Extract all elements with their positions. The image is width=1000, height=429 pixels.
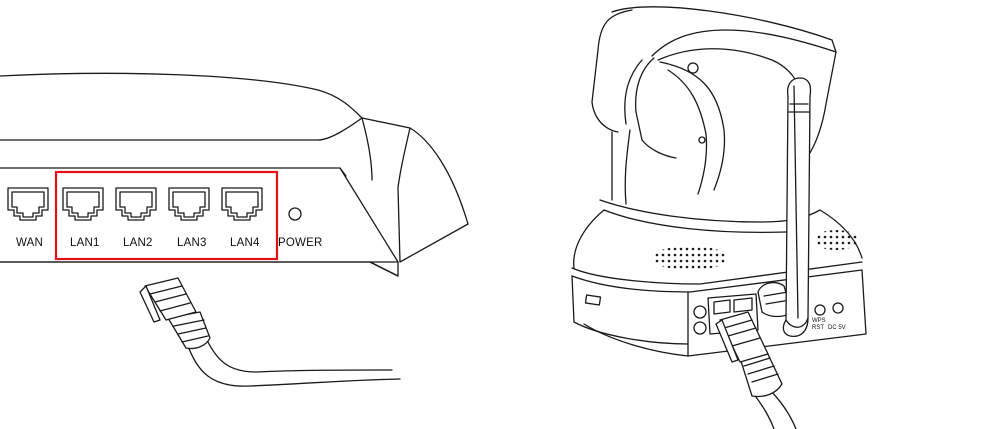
audio-in-jack <box>694 322 706 334</box>
antenna <box>783 78 810 336</box>
audio-out-jack <box>694 306 706 318</box>
dc-jack <box>833 303 843 313</box>
speaker-grille-right <box>814 230 858 250</box>
ip-camera: WPS RST DC 5V <box>572 7 866 356</box>
router: WAN LAN1 LAN2 LAN3 LAN4 POWER <box>0 73 468 276</box>
lan4-label: LAN4 <box>230 237 260 249</box>
speaker-grille <box>652 246 728 270</box>
lan3-label: LAN3 <box>177 237 207 249</box>
wan-label: WAN <box>16 237 43 249</box>
wan-port <box>8 188 48 220</box>
wps-button <box>815 305 825 315</box>
lan4-port <box>222 188 262 220</box>
lan2-label: LAN2 <box>123 237 153 249</box>
lan1-port <box>63 188 103 220</box>
power-label: POWER <box>278 237 322 249</box>
lan1-label: LAN1 <box>70 237 100 249</box>
wps-label: WPS <box>812 318 826 324</box>
power-led <box>289 208 301 220</box>
rst-label: RST <box>812 325 824 331</box>
dc-label: DC 5V <box>828 325 846 331</box>
ethernet-cable-router <box>140 278 400 386</box>
lan3-port <box>169 188 209 220</box>
lan2-port <box>116 188 156 220</box>
